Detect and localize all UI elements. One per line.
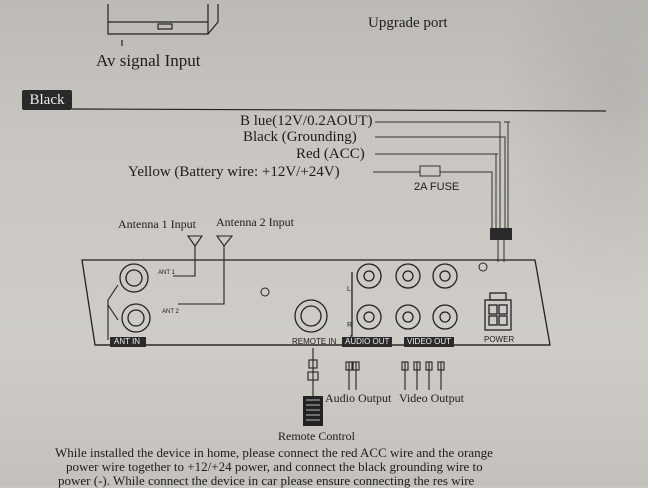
av-output-plugs [345, 361, 445, 390]
yellow-wire-label: Yellow (Battery wire: +12V/+24V) [128, 164, 340, 180]
paragraph-line-1: While installed the device in home, plea… [55, 445, 493, 460]
upgrade-port-label: Upgrade port [368, 15, 448, 31]
paragraph-line-2: power wire together to +12/+24 power, an… [66, 459, 483, 474]
paragraph-line-3: power (-). While connect the device in c… [58, 473, 475, 488]
video-out-label: VIDEO OUT [407, 337, 452, 346]
ant1-label: ANT 1 [158, 270, 175, 276]
blue-wire-label: B lue(12V/0.2AOUT) [240, 113, 373, 129]
section-title: Black [22, 90, 72, 110]
rear-panel [81, 259, 551, 346]
ant-in-label: ANT IN [114, 337, 141, 346]
remote-cable [307, 348, 319, 396]
wire-plug [490, 228, 512, 240]
video-out-tag [404, 337, 454, 347]
ant-in-tag [110, 337, 146, 347]
black-wire-label: Black (Grounding) [243, 129, 357, 145]
ant2-label: ANT 2 [162, 309, 179, 315]
antenna1-label: Antenna 1 Input [118, 217, 196, 231]
audio-output-label: Audio Output [325, 391, 392, 405]
av-device-drawing [107, 4, 219, 46]
remote-control-label: Remote Control [278, 429, 355, 443]
remote-control-icon [303, 396, 323, 426]
antenna-symbols [173, 235, 234, 305]
left-channel-label: L [347, 286, 351, 293]
remote-in-label: REMOTE IN [292, 337, 337, 346]
fuse-label: 2A FUSE [414, 181, 460, 193]
right-channel-label: R [347, 322, 353, 329]
section-rule [71, 108, 607, 112]
red-wire-label: Red (ACC) [296, 146, 365, 162]
power-connector [484, 292, 512, 331]
av-signal-label: Av signal Input [96, 51, 201, 70]
antenna-jacks [119, 263, 151, 333]
remote-in-jack [294, 299, 328, 333]
bleed-through-shadow [498, 0, 648, 300]
audio-out-label: AUDIO OUT [345, 337, 390, 346]
rca-jacks [350, 263, 458, 337]
video-output-label: Video Output [399, 391, 464, 405]
wire-lines [373, 121, 510, 230]
audio-out-tag [342, 337, 392, 347]
power-label: POWER [484, 335, 515, 344]
antenna2-label: Antenna 2 Input [216, 215, 294, 229]
